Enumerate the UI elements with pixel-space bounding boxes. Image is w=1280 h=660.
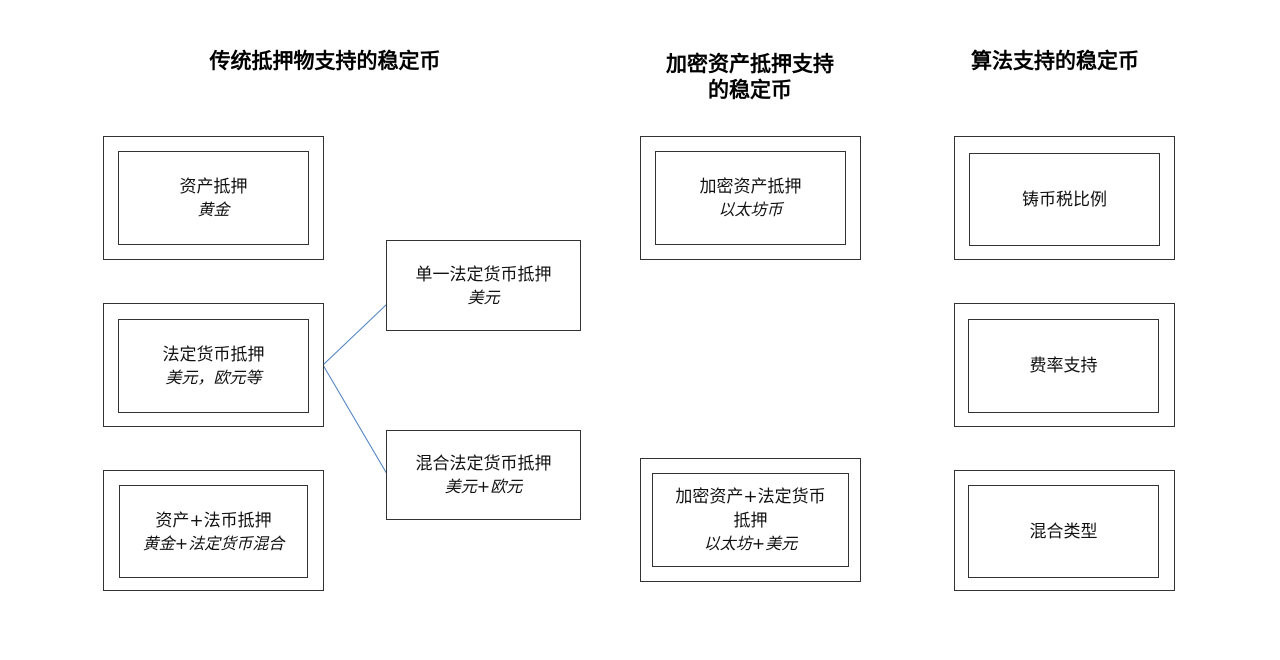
- hybrid-type-label: 混合类型: [1029, 521, 1098, 542]
- fiat-collateral-example: 美元，欧元等: [165, 368, 262, 387]
- asset-fiat-collateral-inner: 资产+法币抵押 黄金+法定货币混合: [119, 485, 308, 578]
- heading-traditional-collateral: 传统抵押物支持的稳定币: [209, 49, 441, 73]
- asset-fiat-collateral-example: 黄金+法定货币混合: [142, 533, 285, 553]
- heading-algorithmic: 算法支持的稳定币: [971, 49, 1139, 73]
- connector-to-single-fiat: [322, 303, 388, 366]
- fiat-collateral-box: 法定货币抵押 美元，欧元等: [103, 303, 324, 427]
- crypto-fiat-collateral-example: 以太坊+美元: [703, 534, 798, 553]
- asset-collateral-box: 资产抵押 黄金: [103, 136, 324, 260]
- crypto-collateral-box: 加密资产抵押 以太坊币: [640, 136, 861, 260]
- asset-fiat-collateral-label: 资产+法币抵押: [155, 510, 272, 531]
- single-fiat-collateral-label: 单一法定货币抵押: [415, 264, 552, 285]
- fiat-collateral-label: 法定货币抵押: [162, 345, 265, 365]
- crypto-collateral-example: 以太坊币: [718, 200, 783, 219]
- crypto-fiat-collateral-label-line2: 抵押: [733, 511, 768, 531]
- hybrid-type-box: 混合类型: [954, 470, 1175, 591]
- single-fiat-collateral-example: 美元: [467, 287, 500, 307]
- crypto-collateral-inner: 加密资产抵押 以太坊币: [655, 151, 846, 245]
- heading-crypto-collateral: 加密资产抵押支持 的稳定币: [600, 51, 900, 103]
- fee-support-inner: 费率支持: [968, 319, 1159, 413]
- asset-collateral-label: 资产抵押: [179, 177, 248, 197]
- seigniorage-ratio-box: 铸币税比例: [954, 136, 1175, 260]
- seigniorage-ratio-inner: 铸币税比例: [969, 153, 1160, 246]
- mixed-fiat-collateral-box: 混合法定货币抵押 美元+欧元: [386, 430, 581, 520]
- asset-fiat-collateral-box: 资产+法币抵押 黄金+法定货币混合: [103, 470, 324, 591]
- hybrid-type-inner: 混合类型: [968, 485, 1159, 578]
- asset-collateral-inner: 资产抵押 黄金: [118, 151, 309, 245]
- crypto-collateral-label: 加密资产抵押: [699, 177, 802, 197]
- mixed-fiat-collateral-example: 美元+欧元: [444, 477, 523, 496]
- crypto-fiat-collateral-inner: 加密资产+法定货币 抵押 以太坊+美元: [652, 473, 849, 567]
- fee-support-box: 费率支持: [954, 303, 1175, 427]
- mixed-fiat-collateral-label: 混合法定货币抵押: [415, 454, 552, 474]
- heading-crypto-line2: 的稳定币: [708, 78, 792, 102]
- connector-to-mixed-fiat: [322, 364, 388, 475]
- single-fiat-collateral-box: 单一法定货币抵押 美元: [386, 240, 581, 331]
- crypto-fiat-collateral-box: 加密资产+法定货币 抵押 以太坊+美元: [640, 458, 861, 582]
- fiat-collateral-inner: 法定货币抵押 美元，欧元等: [118, 319, 309, 413]
- heading-crypto-line1: 加密资产抵押支持: [666, 52, 834, 76]
- fee-support-label: 费率支持: [1029, 356, 1098, 376]
- crypto-fiat-collateral-label-line1: 加密资产+法定货币: [675, 487, 826, 507]
- seigniorage-ratio-label: 铸币税比例: [1022, 189, 1107, 210]
- asset-collateral-example: 黄金: [197, 200, 230, 219]
